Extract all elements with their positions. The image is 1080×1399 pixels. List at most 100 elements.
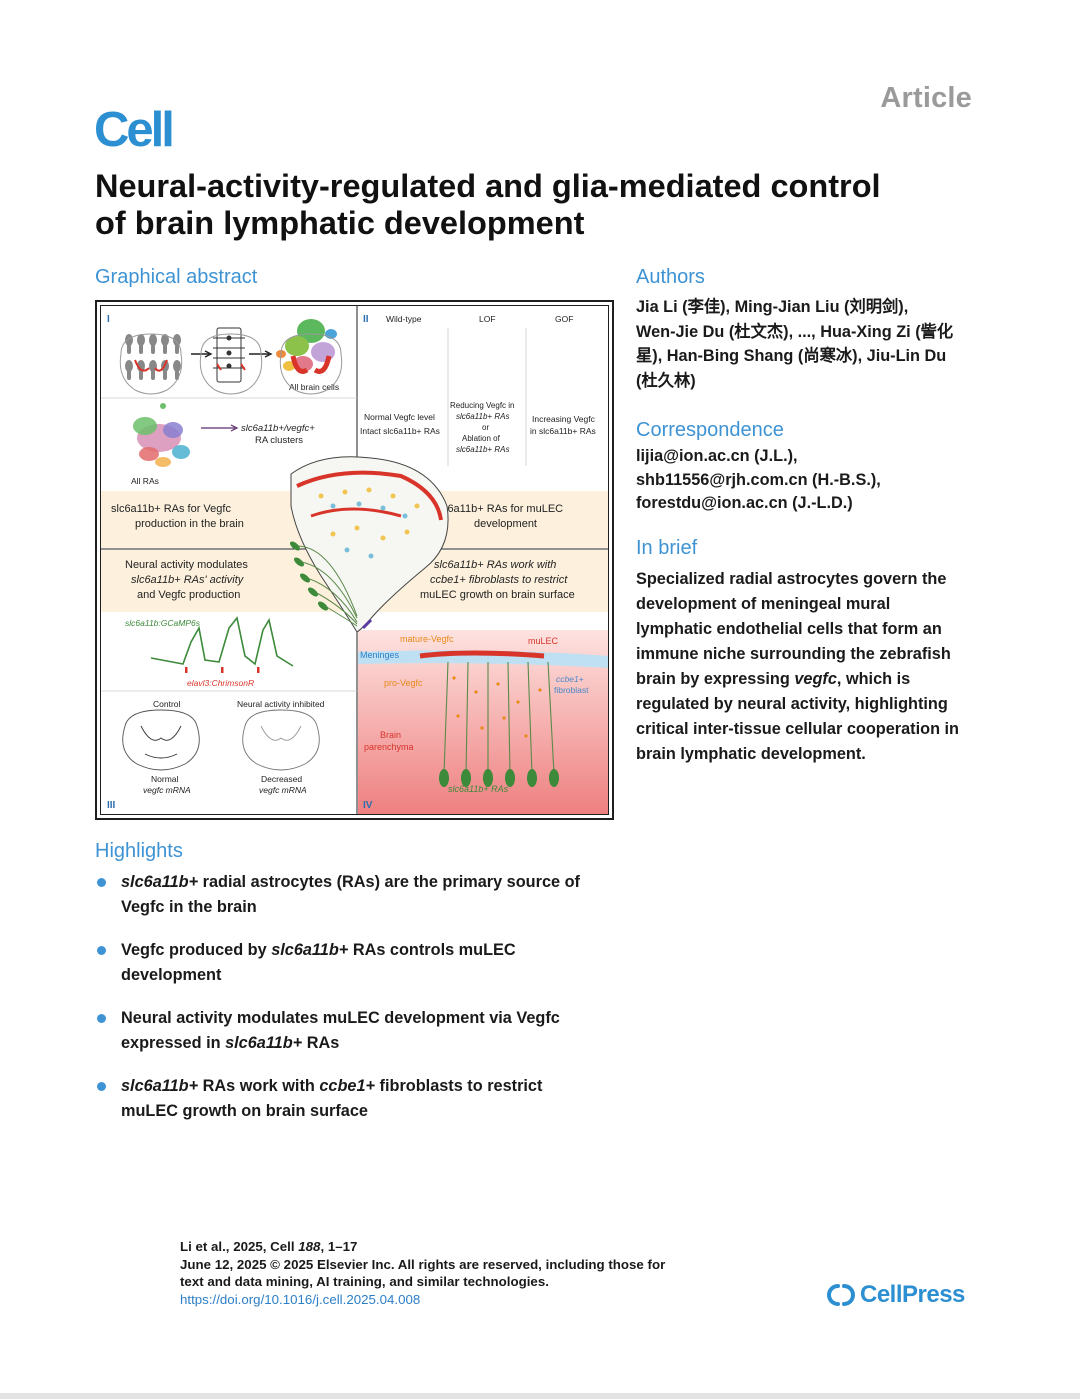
band-text: and Vegfc production — [137, 589, 240, 601]
gene-name: slc6a11b+ — [271, 941, 349, 959]
graphical-abstract-heading: Graphical abstract — [95, 266, 258, 288]
cluster-label: RA clusters — [255, 435, 303, 446]
iv-label: pro-Vegfc — [384, 678, 423, 688]
gene-name: slc6a11b+ — [225, 1034, 303, 1052]
highlight-segment: fibroblasts to restrict — [375, 1077, 543, 1095]
calcium-trace — [150, 616, 294, 667]
highlight-line: slc6a11b+ RAs work with ccbe1+ fibroblas… — [121, 1074, 615, 1099]
band-text: slc6a11b+ RAs' activity — [131, 574, 245, 586]
iv-label: parenchyma — [364, 742, 414, 752]
citation-segment: , 1–17 — [320, 1239, 358, 1254]
highlight-segment: Vegfc produced by — [121, 941, 272, 959]
author-line: Jia Li (李佳), Ming-Jian Liu (刘明剑), — [636, 298, 909, 316]
gene-name: ccbe1+ — [319, 1077, 376, 1095]
highlight-line: Vegfc produced by slc6a11b+ RAs controls… — [121, 938, 615, 963]
graphical-abstract-frame: All brain cells All RAs slc6a11b+/vegfc+… — [95, 300, 614, 820]
highlight-segment: expressed in — [121, 1034, 226, 1052]
highlight-segment: RAs — [302, 1034, 340, 1052]
doi-link[interactable]: https://doi.org/10.1016/j.cell.2025.04.0… — [180, 1291, 421, 1307]
mrna-label: Normal — [151, 774, 179, 784]
highlights-heading: Highlights — [95, 840, 183, 862]
email-link[interactable]: lijia@ion.ac.cn (J.L.), — [636, 447, 798, 465]
highlight-line: expressed in slc6a11b+ RAs — [121, 1031, 615, 1056]
bullet-dot-icon — [97, 1082, 106, 1091]
band-text: Neural activity modulates — [125, 559, 248, 571]
title-line: of brain lymphatic development — [95, 205, 585, 241]
iv-label: ccbe1+ — [556, 674, 584, 684]
band-text: muLEC growth on brain surface — [420, 589, 575, 601]
condition-label: GOF — [555, 314, 573, 324]
in-brief-segment: , which is — [836, 670, 911, 688]
umap-label: All RAs — [131, 476, 159, 486]
highlight-segment: radial astrocytes (RAs) are the primary … — [198, 873, 580, 891]
mulec-layer — [419, 650, 545, 659]
highlight-item: Neural activity modulates muLEC developm… — [95, 1006, 615, 1056]
graphical-abstract-panel: All brain cells All RAs slc6a11b+/vegfc+… — [100, 305, 609, 815]
in-brief-line: brain lymphatic development. — [636, 745, 866, 763]
bullet-dot-icon — [97, 878, 106, 887]
gene-name: slc6a11b+ — [121, 1077, 199, 1095]
gene-name: slc6a11b+ — [121, 873, 199, 891]
condition-label: LOF — [479, 314, 496, 324]
bullet-dot-icon — [97, 1014, 106, 1023]
article-type-label: Article — [880, 82, 972, 114]
highlights-list: slc6a11b+ radial astrocytes (RAs) are th… — [95, 870, 615, 1142]
cluster-label: slc6a11b+/vegfc+ — [241, 423, 315, 434]
volume-number: 188 — [298, 1239, 321, 1254]
cellpress-logo: CellPress — [826, 1280, 965, 1310]
citation-footer: Li et al., 2025, Cell 188, 1–17 June 12,… — [180, 1238, 665, 1308]
in-brief-line: lymphatic endothelial cells that form an — [636, 620, 942, 638]
brain-outline-wild-type — [119, 333, 183, 395]
citation-segment: Li et al., 2025, Cell — [180, 1239, 299, 1254]
trace-label: slc6a11b:GCaMP6s — [125, 618, 201, 628]
iv-label: slc6a11b+ RAs — [448, 784, 509, 794]
email-link[interactable]: shb11556@rjh.com.cn (H.-B.S.), — [636, 470, 881, 489]
in-brief-line: immune niche surrounding the zebrafish — [636, 645, 951, 663]
author-line: (杜久林) — [636, 371, 696, 390]
copyright-line: June 12, 2025 © 2025 Elsevier Inc. All r… — [180, 1256, 666, 1272]
in-brief-segment: brain by expressing — [636, 670, 795, 688]
vegfc-dots — [452, 676, 542, 738]
correspondence-heading: Correspondence — [636, 419, 784, 441]
mrna-label: vegfc mRNA — [143, 785, 191, 795]
highlight-item: slc6a11b+ radial astrocytes (RAs) are th… — [95, 870, 615, 920]
rights-line: text and data mining, AI training, and s… — [180, 1274, 549, 1289]
band-text: slc6a11b+ RAs work with — [434, 559, 556, 571]
highlight-line: Neural activity modulates muLEC developm… — [121, 1009, 560, 1027]
band-text: slc6a11b+ RAs for muLEC — [434, 503, 563, 515]
iv-label: Meninges — [360, 650, 400, 660]
gene-name: vegfc — [794, 670, 837, 688]
band-text: development — [474, 518, 537, 530]
brain-outline-gof — [279, 333, 343, 395]
cellpress-mark-icon — [827, 1284, 855, 1306]
email-link[interactable]: forestdu@ion.ac.cn (J.-L.D.) — [636, 494, 853, 512]
title-line: Neural-activity-regulated and glia-media… — [95, 168, 881, 204]
highlight-line: development — [121, 966, 222, 984]
condition-note: or — [482, 423, 489, 432]
highlight-line: muLEC growth on brain surface — [121, 1102, 368, 1120]
in-brief-text: Specialized radial astrocytes govern the… — [636, 567, 981, 767]
condition-label: Control — [153, 699, 181, 709]
highlight-item: Vegfc produced by slc6a11b+ RAs controls… — [95, 938, 615, 988]
band-text: slc6a11b+ RAs for Vegfc — [111, 503, 231, 515]
brain-mrna-control — [122, 709, 200, 771]
condition-note: Increasing Vegfc — [532, 414, 596, 424]
mrna-label: Decreased — [261, 774, 302, 784]
panel-number: III — [107, 800, 116, 811]
bullet-dot-icon — [97, 946, 106, 955]
stimulus-marks — [185, 667, 260, 673]
highlight-segment: RAs controls muLEC — [348, 941, 516, 959]
iv-label: fibroblast — [554, 685, 589, 695]
iv-label: Brain — [380, 730, 401, 740]
condition-note: slc6a11b+ RAs — [456, 412, 509, 421]
mrna-label: vegfc mRNA — [259, 785, 307, 795]
condition-note: Normal Vegfc level — [364, 412, 435, 422]
umap-label: All brain cells — [289, 382, 339, 392]
highlight-item: slc6a11b+ RAs work with ccbe1+ fibroblas… — [95, 1074, 615, 1124]
page-bottom-bar — [0, 1393, 1080, 1399]
condition-note: slc6a11b+ RAs — [456, 445, 509, 454]
condition-note: Reducing Vegfc in — [450, 401, 515, 410]
cellpress-wordmark: CellPress — [860, 1281, 965, 1308]
author-line: Wen-Jie Du (杜文杰), ..., Hua-Xing Zi (訾化 — [636, 322, 954, 341]
condition-label: Neural activity inhibited — [237, 699, 325, 709]
